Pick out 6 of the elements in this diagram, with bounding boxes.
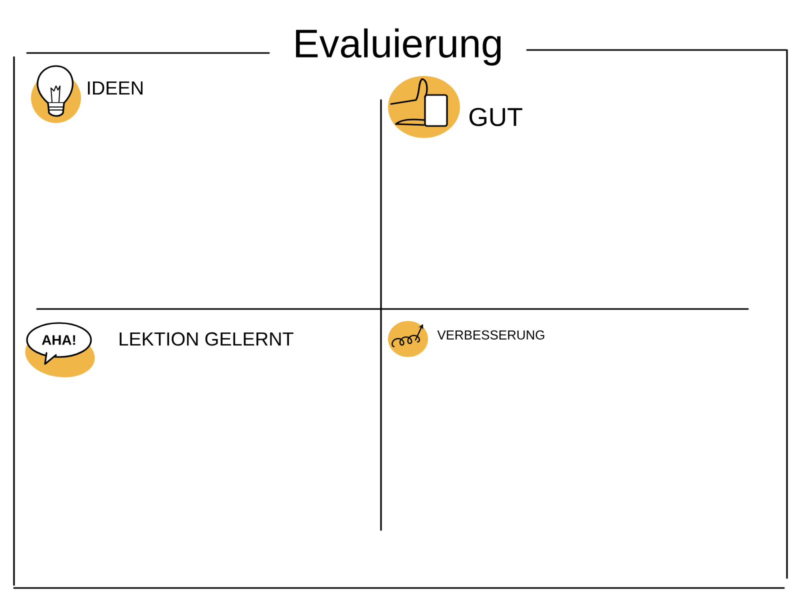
quadrant-heading: GUT — [470, 108, 522, 126]
speech-bubble: AHA! — [25, 322, 95, 378]
title: Evaluierung — [296, 28, 501, 66]
quadrant-heading: IDEEN — [88, 82, 142, 94]
quadrant-heading: LEKTION GELERNT — [120, 332, 294, 346]
quadrant-heading: VERBESSERUNG — [437, 330, 544, 340]
